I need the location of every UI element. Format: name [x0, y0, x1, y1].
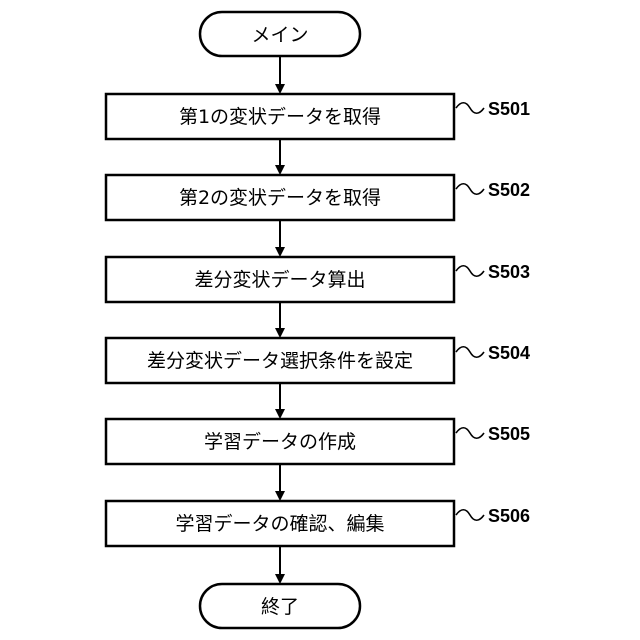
end-label: 終了 — [261, 596, 299, 618]
step-s505-label: 学習データの作成 — [204, 431, 356, 453]
step-s502-label: 第2の変状データを取得 — [179, 187, 381, 209]
step-s501-leader — [456, 103, 484, 114]
step-s501: 第1の変状データを取得 S501 — [106, 94, 530, 139]
step-s501-label: 第1の変状データを取得 — [179, 106, 381, 128]
step-s506-label: 学習データの確認、編集 — [175, 513, 384, 535]
arrowhead-icon — [275, 84, 285, 94]
step-s502-leader — [456, 184, 484, 195]
step-s503-label: 差分変状データ算出 — [194, 269, 365, 291]
step-s504: 差分変状データ選択条件を設定 S504 — [106, 338, 530, 383]
step-s505-leader — [456, 428, 484, 439]
arrowhead-icon — [275, 409, 285, 419]
start-label: メイン — [251, 24, 308, 46]
step-s504-id: S504 — [488, 343, 530, 363]
arrowhead-icon — [275, 247, 285, 257]
arrowhead-icon — [275, 491, 285, 501]
step-s502-id: S502 — [488, 180, 530, 200]
step-s503-leader — [456, 266, 484, 277]
step-s506: 学習データの確認、編集 S506 — [106, 501, 530, 546]
step-s505: 学習データの作成 S505 — [106, 419, 530, 464]
end-terminal: 終了 — [200, 584, 360, 628]
step-s503-id: S503 — [488, 262, 530, 282]
step-s504-label: 差分変状データ選択条件を設定 — [147, 350, 413, 372]
step-s503: 差分変状データ算出 S503 — [106, 257, 530, 302]
start-terminal: メイン — [200, 12, 360, 56]
step-s504-leader — [456, 347, 484, 358]
arrowhead-icon — [275, 165, 285, 175]
step-s506-id: S506 — [488, 506, 530, 526]
arrowhead-icon — [275, 328, 285, 338]
arrowhead-icon — [275, 574, 285, 584]
step-s501-id: S501 — [488, 99, 530, 119]
step-s505-id: S505 — [488, 424, 530, 444]
step-s506-leader — [456, 510, 484, 521]
step-s502: 第2の変状データを取得 S502 — [106, 175, 530, 220]
